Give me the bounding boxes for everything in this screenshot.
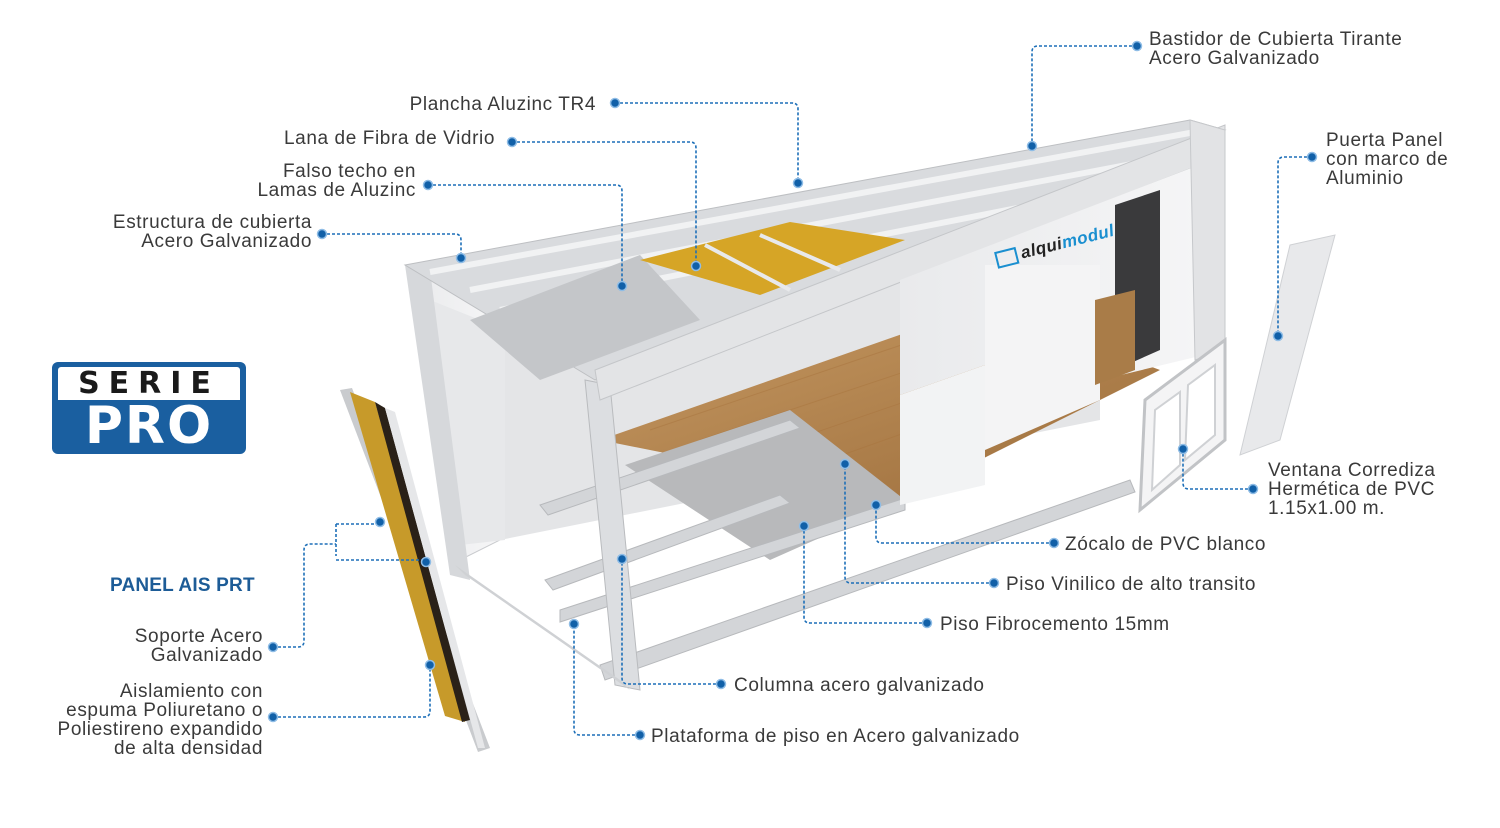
logo-bottom-text: PRO [84,396,214,456]
label-plataforma-piso: Plataforma de piso en Acero galvanizado [651,726,1020,747]
label-plancha-aluzinc: Plancha Aluzinc TR4 [409,94,596,115]
serie-pro-logo: SERIE PRO [52,362,246,454]
label-columna-acero: Columna acero galvanizado [734,675,985,696]
label-zocalo-pvc: Zócalo de PVC blanco [1065,534,1267,555]
label-lana-fibra-vidrio: Lana de Fibra de Vidrio [284,128,495,149]
logo-top-text: SERIE [58,367,240,401]
label-piso-vinilico: Piso Vinilico de alto transito [1006,574,1256,595]
label-piso-fibrocemento: Piso Fibrocemento 15mm [940,614,1170,635]
panel-ais-prt-title: PANEL AIS PRT [110,575,255,596]
